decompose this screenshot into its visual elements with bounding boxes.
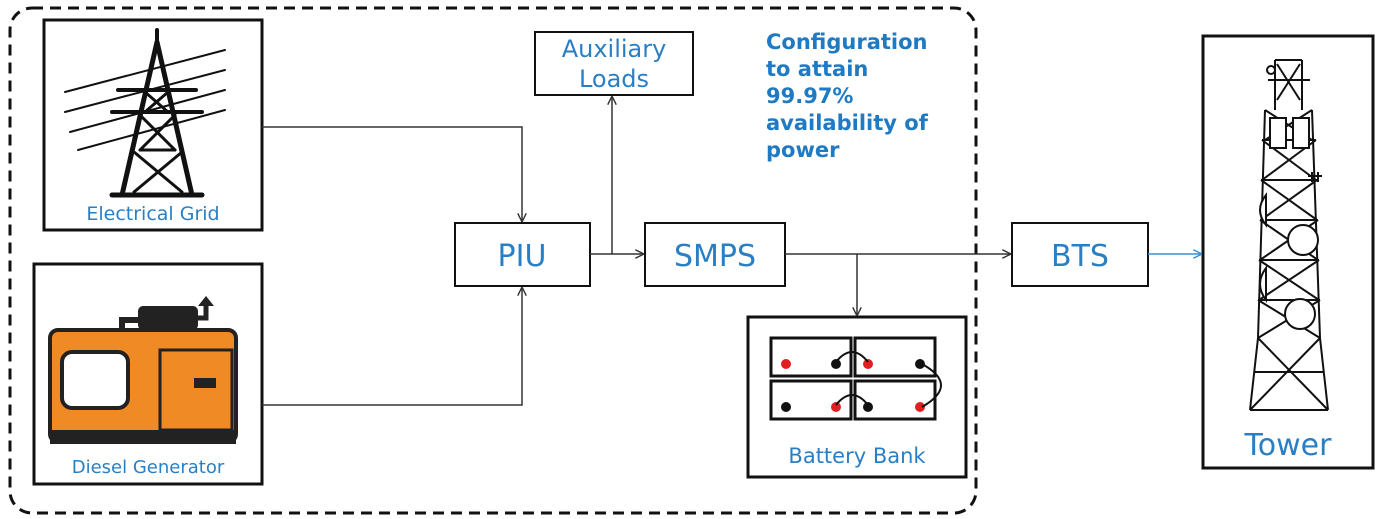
diesel-generator-icon bbox=[48, 296, 238, 444]
edge-grid-to-piu bbox=[262, 126, 522, 221]
electrical-grid-node: Electrical Grid bbox=[42, 18, 264, 232]
configuration-note: Configuration to attain 99.97% availabil… bbox=[766, 30, 935, 162]
tower-label: Tower bbox=[1244, 428, 1333, 463]
battery-bank-node: Battery Bank bbox=[746, 315, 968, 479]
piu-node: PIU bbox=[454, 222, 591, 287]
battery-bank-label: Battery Bank bbox=[788, 444, 926, 468]
battery-icon bbox=[769, 336, 942, 421]
diesel-generator-label: Diesel Generator bbox=[72, 457, 225, 478]
note-line-3: 99.97% bbox=[766, 84, 853, 108]
auxiliary-loads-node: Auxiliary Loads bbox=[534, 31, 694, 96]
tower-node: Tower bbox=[1201, 34, 1375, 470]
note-line-2: to attain bbox=[766, 57, 868, 81]
piu-label: PIU bbox=[498, 239, 547, 274]
auxiliary-loads-label-line1: Auxiliary bbox=[562, 35, 667, 63]
transmission-tower-icon bbox=[64, 28, 226, 198]
diesel-generator-node: Diesel Generator bbox=[32, 262, 264, 486]
smps-node: SMPS bbox=[644, 222, 786, 287]
auxiliary-loads-label-line2: Loads bbox=[579, 65, 649, 93]
smps-label: SMPS bbox=[674, 239, 756, 274]
edge-generator-to-piu bbox=[262, 288, 522, 406]
bts-label: BTS bbox=[1051, 239, 1109, 274]
configuration-boundary bbox=[8, 6, 978, 515]
note-line-4: availability of bbox=[766, 111, 929, 135]
bts-node: BTS bbox=[1011, 222, 1149, 287]
telecom-tower-icon bbox=[1249, 59, 1329, 411]
electrical-grid-label: Electrical Grid bbox=[86, 203, 219, 225]
note-line-5: power bbox=[766, 138, 840, 162]
note-line-1: Configuration bbox=[766, 30, 927, 54]
